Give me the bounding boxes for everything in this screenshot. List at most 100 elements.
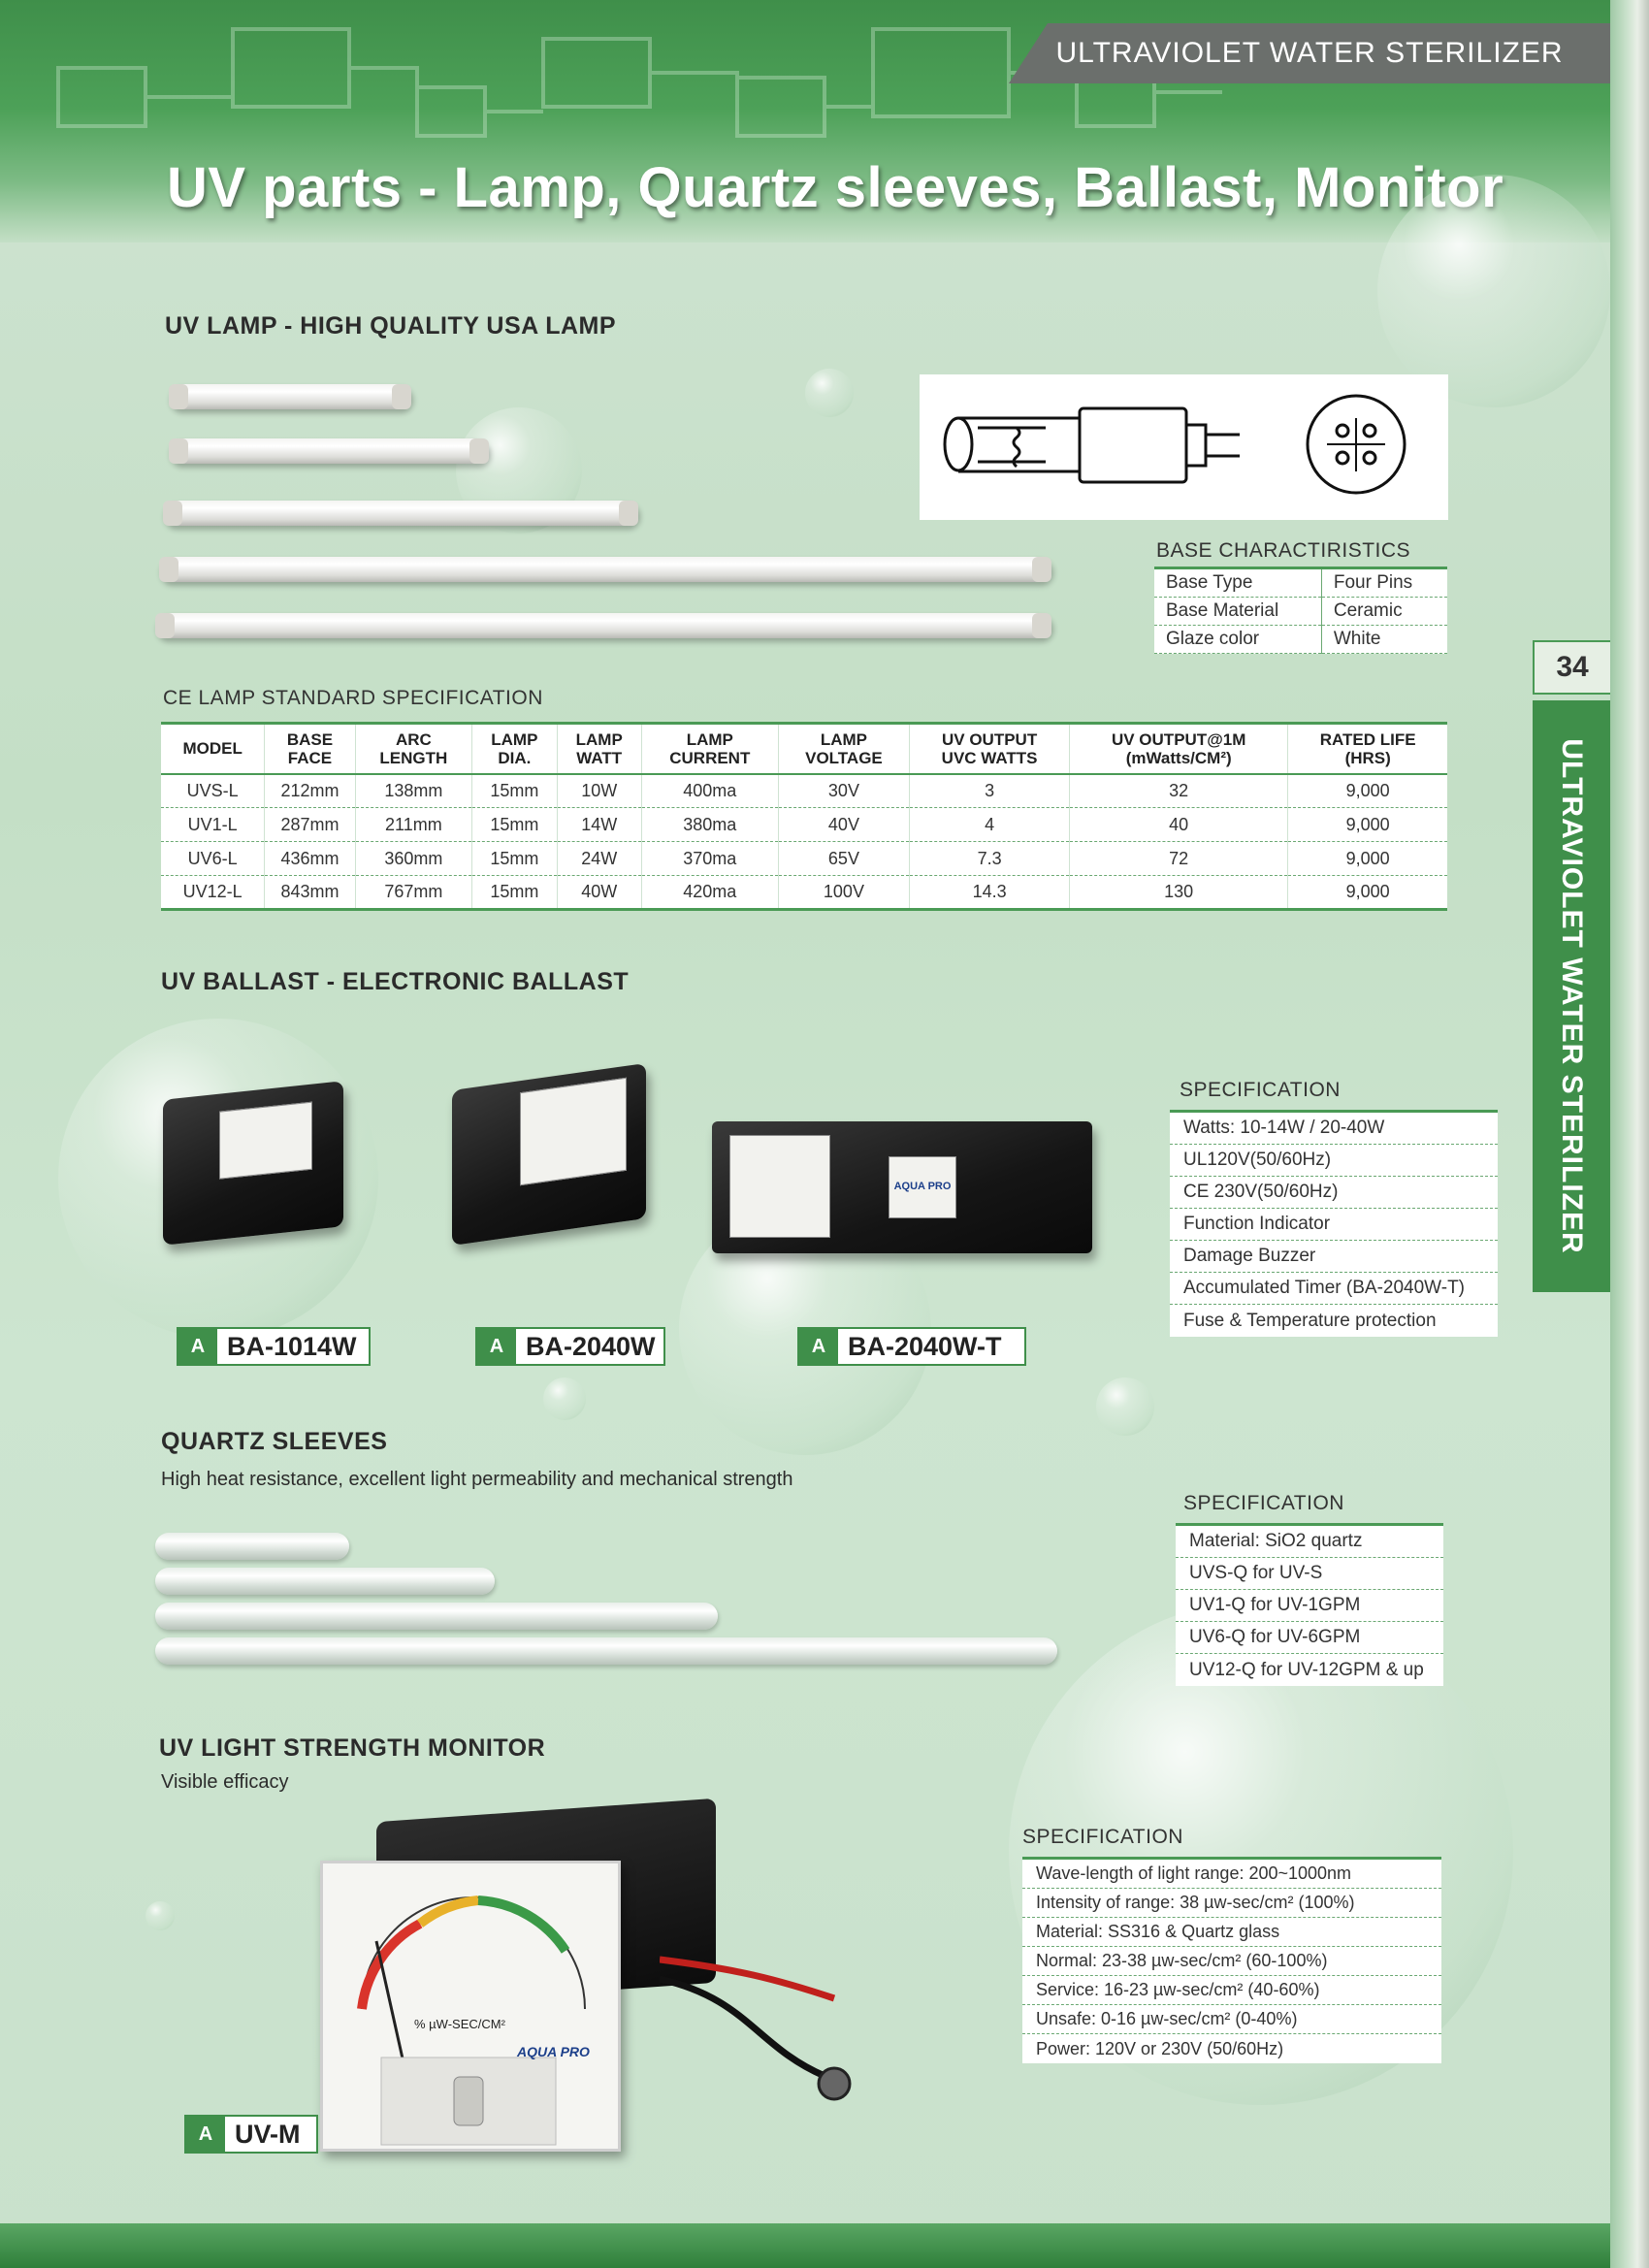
cell-uvc-watts: 7.3 (909, 841, 1070, 876)
product-label-ba-2040w-t: A BA-2040W-T (797, 1327, 1026, 1366)
spec-item: Service: 16-23 µw-sec/cm² (40-60%) (1022, 1976, 1441, 2005)
cell-lamp-current: 380ma (640, 807, 779, 842)
meter-unit-label: % µW-SEC/CM² (414, 2017, 505, 2031)
decorative-bubble (1377, 175, 1610, 407)
product-code: BA-2040W-T (848, 1331, 1002, 1361)
lamp-image-uv1 (169, 438, 489, 464)
device-brand: AQUA PRO (893, 1181, 952, 1192)
cell-lamp-voltage: 40V (777, 807, 910, 842)
aquapro-logo-icon: A (477, 1328, 516, 1365)
quartz-spec-box: Material: SiO2 quartz UVS-Q for UV-S UV1… (1176, 1523, 1443, 1686)
base-characteristics-title: BASE CHARACTIRISTICS (1156, 539, 1411, 562)
spec-item: Power: 120V or 230V (50/60Hz) (1036, 2038, 1284, 2058)
lamp-image-uv12 (159, 557, 1051, 582)
ballast-image-ba-1014w (163, 1081, 343, 1246)
base-value: Four Pins (1320, 567, 1447, 598)
page-title: UV parts - Lamp, Quartz sleeves, Ballast… (167, 156, 1504, 219)
cell-uvc-watts: 14.3 (909, 875, 1070, 910)
cell-rated-life: 9,000 (1287, 773, 1447, 808)
device-sticker (219, 1101, 312, 1180)
spec-item: Unsafe: 0-16 µw-sec/cm² (0-40%) (1022, 2005, 1441, 2034)
cell-rated-life: 9,000 (1287, 875, 1447, 910)
lamp-image-uvs (169, 384, 411, 409)
spec-item: Accumulated Timer (BA-2040W-T) (1170, 1273, 1498, 1305)
product-label-ba-2040w: A BA-2040W (475, 1327, 665, 1366)
monitor-subtitle: Visible efficacy (161, 1771, 289, 1793)
column-header: UV OUTPUT@1M(mWatts/CM²) (1069, 723, 1288, 775)
spec-item: UVS-Q for UV-S (1176, 1558, 1443, 1590)
ballast-image-ba-2040w (452, 1062, 646, 1247)
quartz-sleeve-image-uv6 (155, 1603, 718, 1630)
ballast-image-ba-2040w-t: AQUA PRO (712, 1121, 1092, 1253)
cell-arc-length: 767mm (354, 875, 472, 910)
cell-rated-life: 9,000 (1287, 807, 1447, 842)
ballast-section-heading: UV BALLAST - ELECTRONIC BALLAST (161, 968, 630, 995)
product-code: UV-M (235, 2119, 301, 2149)
table-row: UV12-L 843mm 767mm 15mm 40W 420ma 100V 1… (161, 875, 1447, 910)
lamp-spec-table-title: CE LAMP STANDARD SPECIFICATION (163, 687, 543, 709)
cell-arc-length: 138mm (354, 773, 472, 808)
cell-arc-length: 360mm (354, 841, 472, 876)
decorative-bubble (543, 1377, 586, 1420)
cell-arc-length: 211mm (354, 807, 472, 842)
spec-item: Wave-length of light range: 200~1000nm (1022, 1860, 1441, 1889)
spec-item: UL120V(50/60Hz) (1170, 1145, 1498, 1177)
base-value: White (1320, 625, 1447, 654)
side-category-tab: ULTRAVIOLET WATER STERILIZER (1533, 700, 1610, 1292)
product-label-uv-m: A UV-M (184, 2115, 318, 2154)
decorative-bubble (805, 369, 854, 417)
monitor-meter-image: % µW-SEC/CM² AQUA PRO (320, 1861, 621, 2152)
cell-rated-life: 9,000 (1287, 841, 1447, 876)
quartz-sleeve-image-uv12 (155, 1637, 1057, 1665)
cell-lamp-voltage: 65V (777, 841, 910, 876)
table-row: UV6-L 436mm 360mm 15mm 24W 370ma 65V 7.3… (161, 841, 1447, 876)
product-code: BA-1014W (227, 1331, 357, 1361)
cell-lamp-watt: 14W (556, 807, 642, 842)
cell-base-face: 212mm (264, 773, 356, 808)
side-tab-label: ULTRAVIOLET WATER STERILIZER (1556, 738, 1588, 1254)
page-number: 34 (1533, 640, 1610, 695)
base-value: Ceramic (1320, 597, 1447, 626)
cell-lamp-dia: 15mm (471, 773, 558, 808)
device-sticker: AQUA PRO (889, 1156, 956, 1218)
monitor-spec-title: SPECIFICATION (1022, 1826, 1183, 1848)
lamp-section-heading: UV LAMP - HIGH QUALITY USA LAMP (165, 312, 617, 340)
spec-item: CE 230V(50/60Hz) (1170, 1177, 1498, 1209)
spec-item: UV1-Q for UV-1GPM (1176, 1590, 1443, 1622)
decorative-bubble (1096, 1377, 1154, 1436)
spec-item: Material: SS316 & Quartz glass (1022, 1918, 1441, 1947)
cell-uvc-watts: 4 (909, 807, 1070, 842)
cell-base-face: 436mm (264, 841, 356, 876)
product-code: BA-2040W (526, 1331, 656, 1361)
product-label-ba-1014w: A BA-1014W (177, 1327, 371, 1366)
lamp-image-uv12-b (155, 613, 1051, 638)
cell-lamp-watt: 10W (556, 773, 642, 808)
cell-base-face: 843mm (264, 875, 356, 910)
base-label: Base Type (1154, 567, 1322, 598)
monitor-section-heading: UV LIGHT STRENGTH MONITOR (159, 1734, 546, 1762)
base-label: Base Material (1154, 597, 1322, 626)
cell-base-face: 287mm (264, 807, 356, 842)
spec-item: Fuse & Temperature protection (1183, 1310, 1437, 1331)
footer-band (0, 2223, 1610, 2268)
aquapro-logo-icon: A (799, 1328, 838, 1365)
cell-uv-output-1m: 40 (1069, 807, 1288, 842)
spec-item: Damage Buzzer (1170, 1241, 1498, 1273)
lamp-image-uv6 (163, 501, 638, 526)
cell-lamp-dia: 15mm (471, 807, 558, 842)
spec-item: UV6-Q for UV-6GPM (1176, 1622, 1443, 1654)
cell-model: UVS-L (161, 773, 265, 808)
cell-model: UV6-L (161, 841, 265, 876)
cell-lamp-dia: 15mm (471, 875, 558, 910)
meter-brand: AQUA PRO (517, 2044, 590, 2059)
meter-dial (357, 1895, 586, 2146)
